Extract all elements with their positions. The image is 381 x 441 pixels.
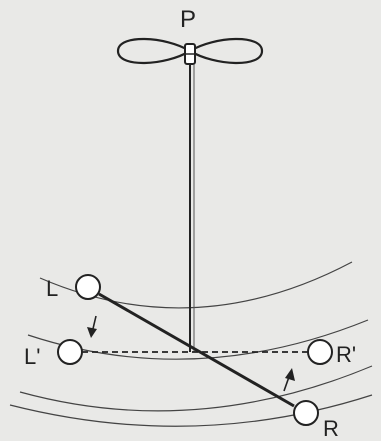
weight-r-prime [307, 339, 333, 365]
label-r: R [323, 416, 339, 441]
weight-l-prime [57, 339, 83, 365]
arc-outer-a [19, 365, 373, 412]
label-l: L [46, 276, 58, 301]
label-r-prime: R' [336, 342, 356, 367]
propeller-icon [116, 37, 264, 65]
label-p: P [180, 6, 196, 33]
arrow-down-left-icon [87, 315, 97, 338]
label-l-prime: L' [24, 344, 40, 369]
arc-outer-b [9, 394, 373, 427]
solid-rod-l-r [98, 292, 295, 408]
weight-l [75, 274, 101, 300]
weight-r [293, 400, 319, 426]
arrow-up-right-icon [283, 368, 295, 392]
